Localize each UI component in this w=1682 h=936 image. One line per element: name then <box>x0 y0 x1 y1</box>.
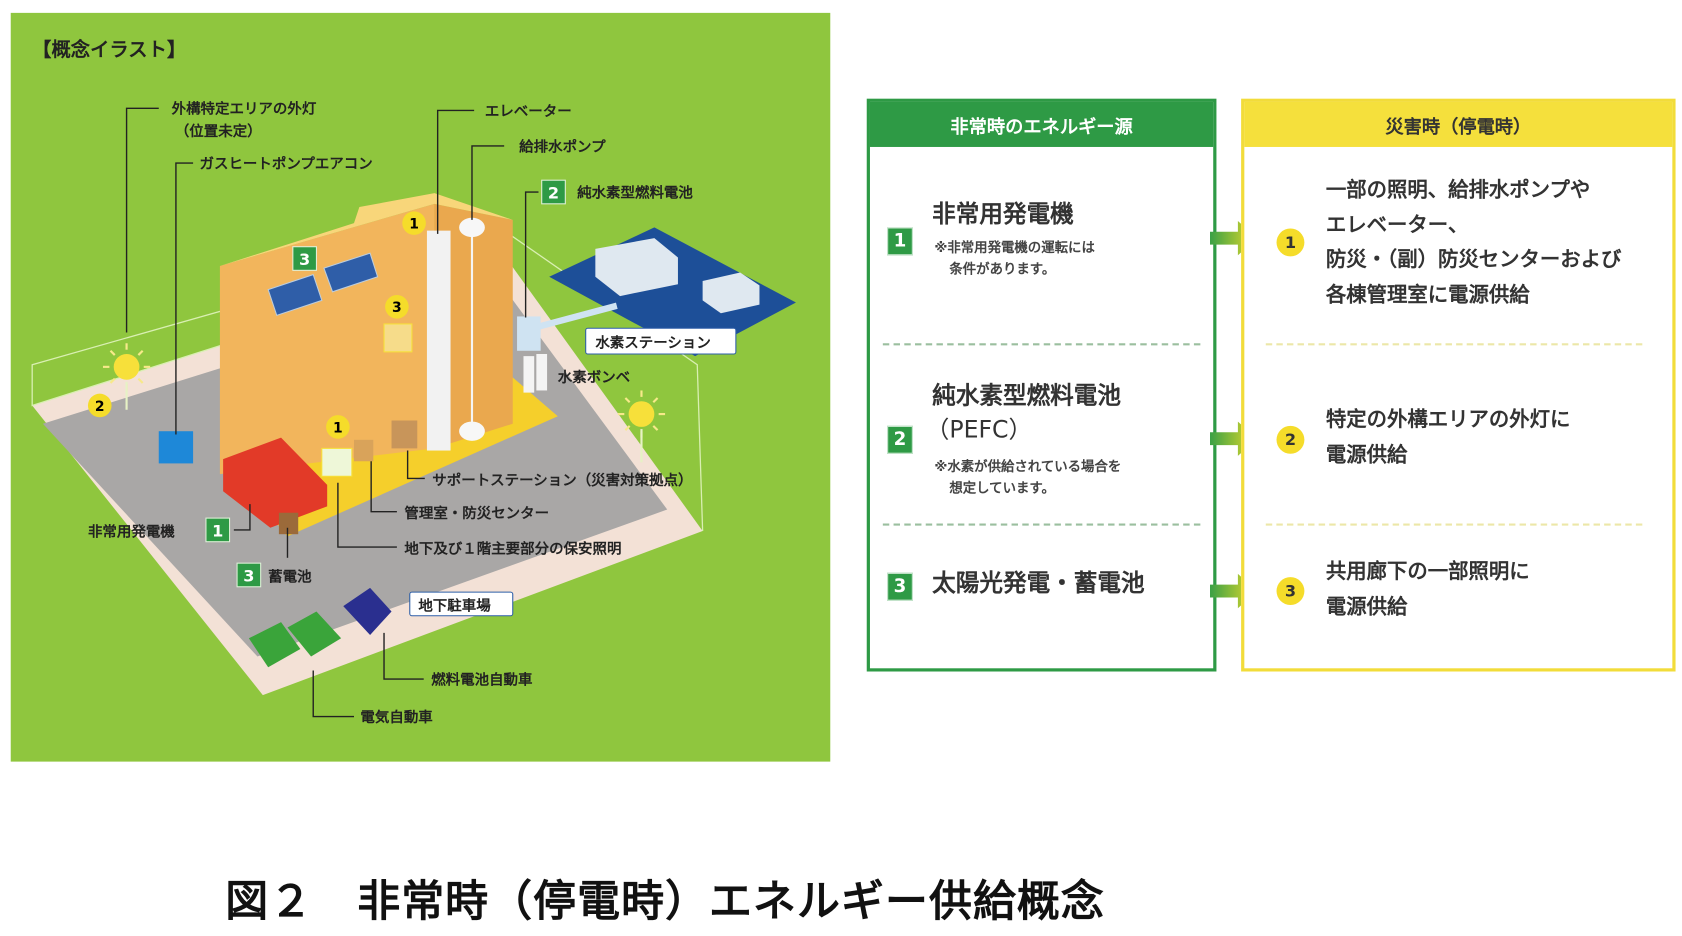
solar-panels <box>267 252 379 317</box>
support-station-box <box>391 420 418 449</box>
badge-square-3 <box>236 562 262 588</box>
supply-badge: 2 <box>1276 425 1305 454</box>
supply-text: 特定の外構エリアの外灯に 電源供給 <box>1326 402 1571 472</box>
illustration-title: 【概念イラスト】 <box>32 38 186 61</box>
gas-heat-pump-unit <box>158 431 194 464</box>
light-bulb-icon <box>321 447 353 477</box>
source-title: 非常用発電機 <box>932 201 1074 229</box>
source-note: 想定しています。 <box>949 479 1055 496</box>
label-management-room: 管理室・防災センター <box>404 504 549 522</box>
pump-bottom <box>459 421 485 441</box>
supply-line: 電源供給 <box>1325 594 1408 619</box>
leader-lines <box>125 107 539 718</box>
supply-line: 特定の外構エリアの外灯に <box>1325 407 1571 432</box>
supply-badge: 1 <box>1276 228 1305 257</box>
supply-line: 一部の照明、給排水ポンプや <box>1325 178 1591 202</box>
outdoor-light-icon <box>101 342 152 410</box>
management-room-box <box>353 439 374 462</box>
label-hydrogen-station: 水素ステーション <box>595 334 710 352</box>
badge-square-2 <box>541 179 566 205</box>
label-underground-parking: 地下駐車場 <box>418 596 491 614</box>
hydrogen-tank-large <box>595 238 678 297</box>
hydrogen-tank-small <box>702 272 760 314</box>
electric-cars <box>248 611 342 668</box>
badge-square-3-text: 3 <box>299 250 310 269</box>
figure-caption: 図２ 非常時（停電時）エネルギー供給概念 <box>225 877 1105 927</box>
source-note: ※水素が供給されている場合を <box>934 458 1122 475</box>
divider <box>882 523 1201 526</box>
label-battery: 蓄電池 <box>268 567 312 585</box>
source-note: ※非常用発電機の運転には <box>934 239 1095 256</box>
badge-circle-1: 1 <box>333 420 343 436</box>
badge-square-3-text: 3 <box>243 566 254 585</box>
outdoor-light-icon <box>616 389 667 463</box>
badge-square-2-text: 2 <box>548 183 559 202</box>
label-emergency-lighting: 地下及び１階主要部分の保安照明 <box>404 540 621 558</box>
pump-top <box>459 217 485 238</box>
source-badge: 1 <box>887 227 913 256</box>
hydrogen-pipe <box>535 302 618 331</box>
supply-row-3: 3 共用廊下の一部照明に 電源供給 <box>1244 527 1672 666</box>
source-row-3: 3 太陽光発電・蓄電池 <box>870 527 1213 666</box>
label-ghp-aircon: ガスヒートポンプエアコン <box>200 154 373 172</box>
battery-box <box>278 512 299 535</box>
label-fcv: 燃料電池自動車 <box>431 670 533 688</box>
parking-tag <box>409 591 514 617</box>
label-ev: 電気自動車 <box>360 708 433 726</box>
fuel-cell-unit <box>517 316 541 351</box>
source-title: 純水素型燃料電池 <box>932 382 1121 410</box>
building-side <box>434 203 513 449</box>
label-support-station: サポートステーション（災害対策拠点） <box>432 471 692 489</box>
hydrogen-cylinders <box>523 353 548 393</box>
divider <box>1265 343 1643 346</box>
badge-square-3 <box>292 246 317 271</box>
elevator-shaft <box>426 230 451 451</box>
disaster-supply-table: 災害時（停電時） 1 一部の照明、給排水ポンプや エレベーター、 防災・（副）防… <box>1241 98 1676 672</box>
supply-line: エレベーター、 <box>1325 212 1469 237</box>
energy-sources-table: 非常時のエネルギー源 1 非常用発電機 ※非常用発電機の運転には 条件があります… <box>866 98 1217 672</box>
label-outdoor-light-note: （位置未定） <box>175 122 262 140</box>
fuel-cell-car <box>343 587 392 636</box>
label-hydrogen-cylinder: 水素ボンベ <box>558 368 630 386</box>
divider <box>882 343 1201 346</box>
label-pump: 給排水ポンプ <box>519 137 606 155</box>
label-fuel-cell: 純水素型燃料電池 <box>577 183 693 201</box>
source-title-sub: （PEFC） <box>925 417 1033 445</box>
light-bulb-icon <box>383 323 413 353</box>
supply-line: 共用廊下の一部照明に <box>1325 559 1530 584</box>
supply-text: 共用廊下の一部照明に 電源供給 <box>1326 555 1530 625</box>
building <box>219 203 435 475</box>
source-badge: 2 <box>887 425 913 454</box>
badge-square-1 <box>205 517 231 543</box>
energy-sources-header: 非常時のエネルギー源 <box>869 101 1214 147</box>
label-elevator: エレベーター <box>485 103 572 120</box>
supply-text: 一部の照明、給排水ポンプや エレベーター、 防災・（副）防災センターおよび 各棟… <box>1326 173 1622 312</box>
building-roof <box>219 193 513 267</box>
supply-row-1: 1 一部の照明、給排水ポンプや エレベーター、 防災・（副）防災センターおよび … <box>1244 147 1672 345</box>
source-title: 太陽光発電・蓄電池 <box>932 570 1145 598</box>
concept-illustration: 【概念イラスト】 <box>10 12 831 762</box>
supply-row-2: 2 特定の外構エリアの外灯に 電源供給 <box>1244 346 1672 523</box>
label-outdoor-light: 外構特定エリアの外灯 <box>172 100 317 118</box>
source-row-1: 1 非常用発電機 ※非常用発電機の運転には 条件があります。 <box>870 147 1213 345</box>
circle-badges: 1 3 2 1 <box>87 211 426 439</box>
badge-circle-3: 3 <box>392 300 402 316</box>
supply-line: 各棟管理室に電源供給 <box>1325 282 1530 307</box>
supply-badge: 3 <box>1276 577 1305 606</box>
label-generator: 非常用発電機 <box>88 522 175 540</box>
badge-circle-2: 2 <box>95 399 105 415</box>
divider <box>1265 523 1643 526</box>
source-badge: 3 <box>887 572 913 601</box>
supply-line: 防災・（副）防災センターおよび <box>1325 247 1622 272</box>
supply-line: 電源供給 <box>1325 442 1408 467</box>
badge-square-1-text: 1 <box>212 521 223 540</box>
badge-circle-1: 1 <box>409 216 419 232</box>
hydrogen-station-tag <box>585 327 737 355</box>
source-note: 条件があります。 <box>949 260 1056 277</box>
disaster-header: 災害時（停電時） <box>1244 101 1673 147</box>
source-row-2: 2 純水素型燃料電池 （PEFC） ※水素が供給されている場合を 想定しています… <box>870 346 1213 523</box>
emergency-generator <box>223 437 328 528</box>
